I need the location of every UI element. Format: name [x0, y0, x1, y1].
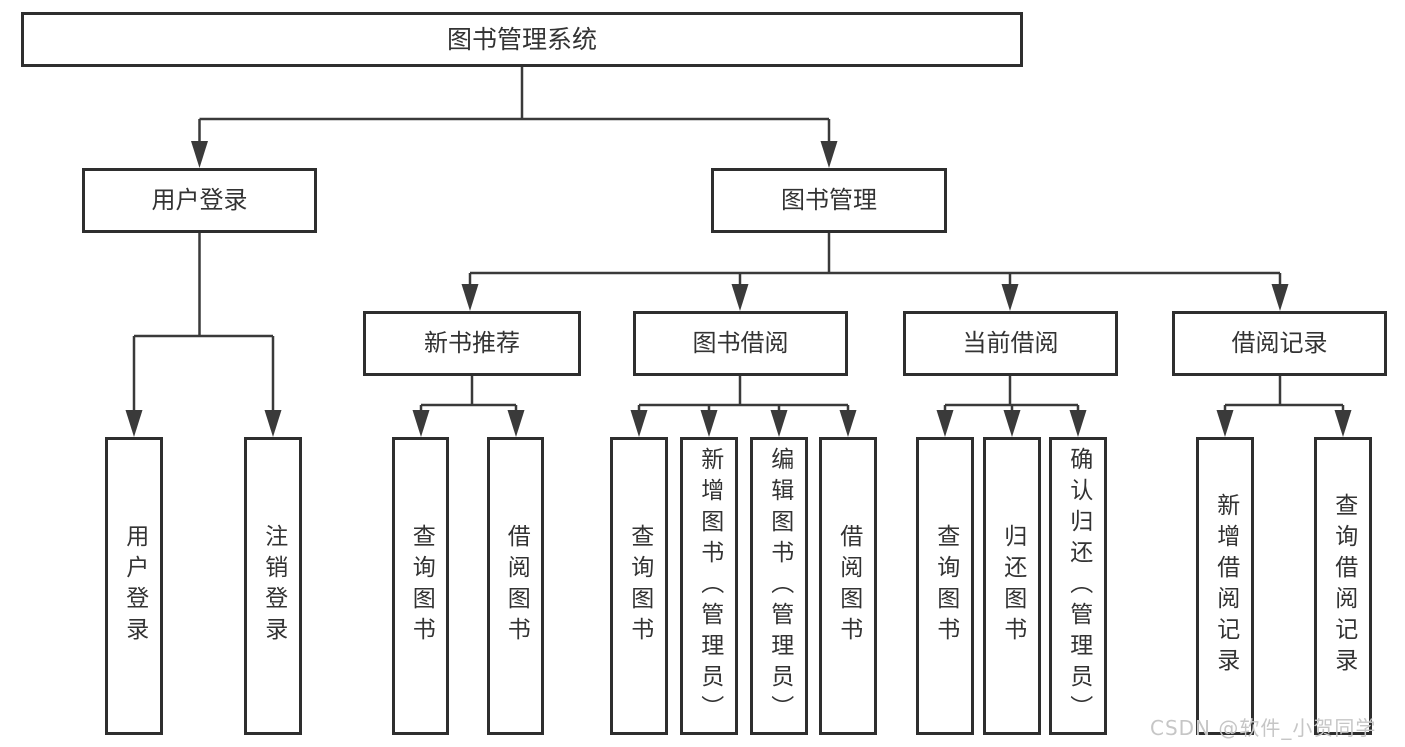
node-label: 图书管理 [781, 186, 877, 215]
connector-lines [132, 67, 1345, 414]
node-label: 新书推荐 [424, 329, 520, 358]
node-label: 查询图书 [932, 524, 959, 648]
node-label: 查询图书 [626, 524, 653, 648]
node-label: 图书管理系统 [446, 24, 597, 54]
node-user-login: 用户登录 [82, 168, 317, 233]
leaf-query-books-current: 查询图书 [916, 437, 974, 735]
node-label: 用户登录 [121, 524, 148, 648]
node-current-borrowing: 当前借阅 [903, 311, 1118, 376]
node-label: 确认归还（管理员） [1065, 446, 1092, 726]
node-label: 查询借阅记录 [1330, 493, 1357, 679]
node-label: 用户登录 [151, 186, 248, 215]
node-root: 图书管理系统 [21, 12, 1023, 67]
node-label: 注销登录 [260, 524, 287, 648]
leaf-return-book: 归还图书 [983, 437, 1041, 735]
leaf-edit-book-admin: 编辑图书（管理员） [750, 437, 808, 735]
node-label: 新增借阅记录 [1212, 493, 1239, 679]
node-borrow-records: 借阅记录 [1172, 311, 1387, 376]
node-label: 新增图书（管理员） [696, 446, 723, 726]
node-new-book-recommend: 新书推荐 [363, 311, 581, 376]
leaf-borrow-books-borrowing: 借阅图书 [819, 437, 877, 735]
leaf-logout: 注销登录 [244, 437, 302, 735]
node-book-borrowing: 图书借阅 [633, 311, 848, 376]
leaf-query-books-borrowing: 查询图书 [610, 437, 668, 735]
leaf-query-books-recommend: 查询图书 [392, 437, 449, 735]
node-book-management: 图书管理 [711, 168, 947, 233]
leaf-add-book-admin: 新增图书（管理员） [680, 437, 738, 735]
node-label: 归还图书 [999, 524, 1026, 648]
csdn-watermark: CSDN @软件_小贺同学 [1150, 716, 1377, 740]
node-label: 借阅记录 [1231, 329, 1328, 358]
node-label: 当前借阅 [962, 329, 1059, 358]
node-label: 编辑图书（管理员） [766, 446, 793, 726]
node-label: 借阅图书 [503, 524, 530, 648]
leaf-user-login: 用户登录 [105, 437, 163, 735]
leaf-add-borrow-record: 新增借阅记录 [1196, 437, 1254, 735]
leaf-borrow-books-recommend: 借阅图书 [487, 437, 544, 735]
node-label: 借阅图书 [835, 524, 862, 648]
node-label: 查询图书 [408, 524, 435, 648]
leaf-query-borrow-record: 查询借阅记录 [1314, 437, 1372, 735]
node-label: 图书借阅 [692, 329, 789, 358]
leaf-confirm-return-admin: 确认归还（管理员） [1049, 437, 1107, 735]
